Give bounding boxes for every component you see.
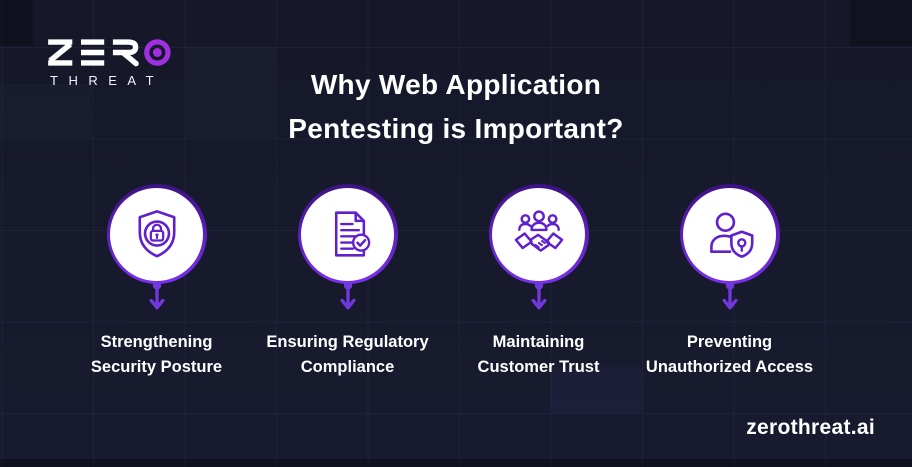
zero-wordmark-icon xyxy=(48,39,171,67)
benefits-row: Strengthening Security Posture xyxy=(61,184,851,380)
bottom-strip xyxy=(0,459,912,467)
icon-circle xyxy=(106,184,207,284)
page-title-line1: Why Web Application xyxy=(310,69,602,100)
down-arrow-icon xyxy=(531,281,546,310)
down-arrow-icon xyxy=(149,281,164,310)
document-check-icon xyxy=(334,211,370,257)
handshake-people-icon xyxy=(514,210,563,252)
icon-circle xyxy=(488,184,589,284)
page-title: Why Web Application Pentesting is Import… xyxy=(0,63,912,151)
benefit-label: Preventing Unauthorized Access xyxy=(645,333,814,376)
benefit-item-unauthorized-access: Preventing Unauthorized Access xyxy=(634,184,825,380)
benefit-label: Maintaining Customer Trust xyxy=(477,333,600,376)
icon-circle xyxy=(679,184,780,284)
page-title-line2: Pentesting is Important? xyxy=(288,113,624,144)
brand-logo: ZERO THREAT xyxy=(47,38,177,88)
shield-lock-icon xyxy=(137,210,176,258)
icon-circle xyxy=(297,184,398,284)
benefit-item-security-posture: Strengthening Security Posture xyxy=(61,184,252,380)
benefit-item-regulatory-compliance: Ensuring Regulatory Compliance xyxy=(252,184,443,380)
brand-sub-label: THREAT xyxy=(50,73,165,88)
benefit-label: Strengthening Security Posture xyxy=(90,333,223,376)
bg-tile xyxy=(850,0,912,46)
benefit-item-customer-trust: Maintaining Customer Trust xyxy=(443,184,634,380)
person-shield-icon xyxy=(709,212,754,258)
benefit-label: Ensuring Regulatory Compliance xyxy=(266,333,429,376)
website-url: zerothreat.ai xyxy=(746,416,875,439)
bg-tile xyxy=(0,0,33,46)
down-arrow-icon xyxy=(340,281,355,310)
down-arrow-icon xyxy=(722,281,737,310)
